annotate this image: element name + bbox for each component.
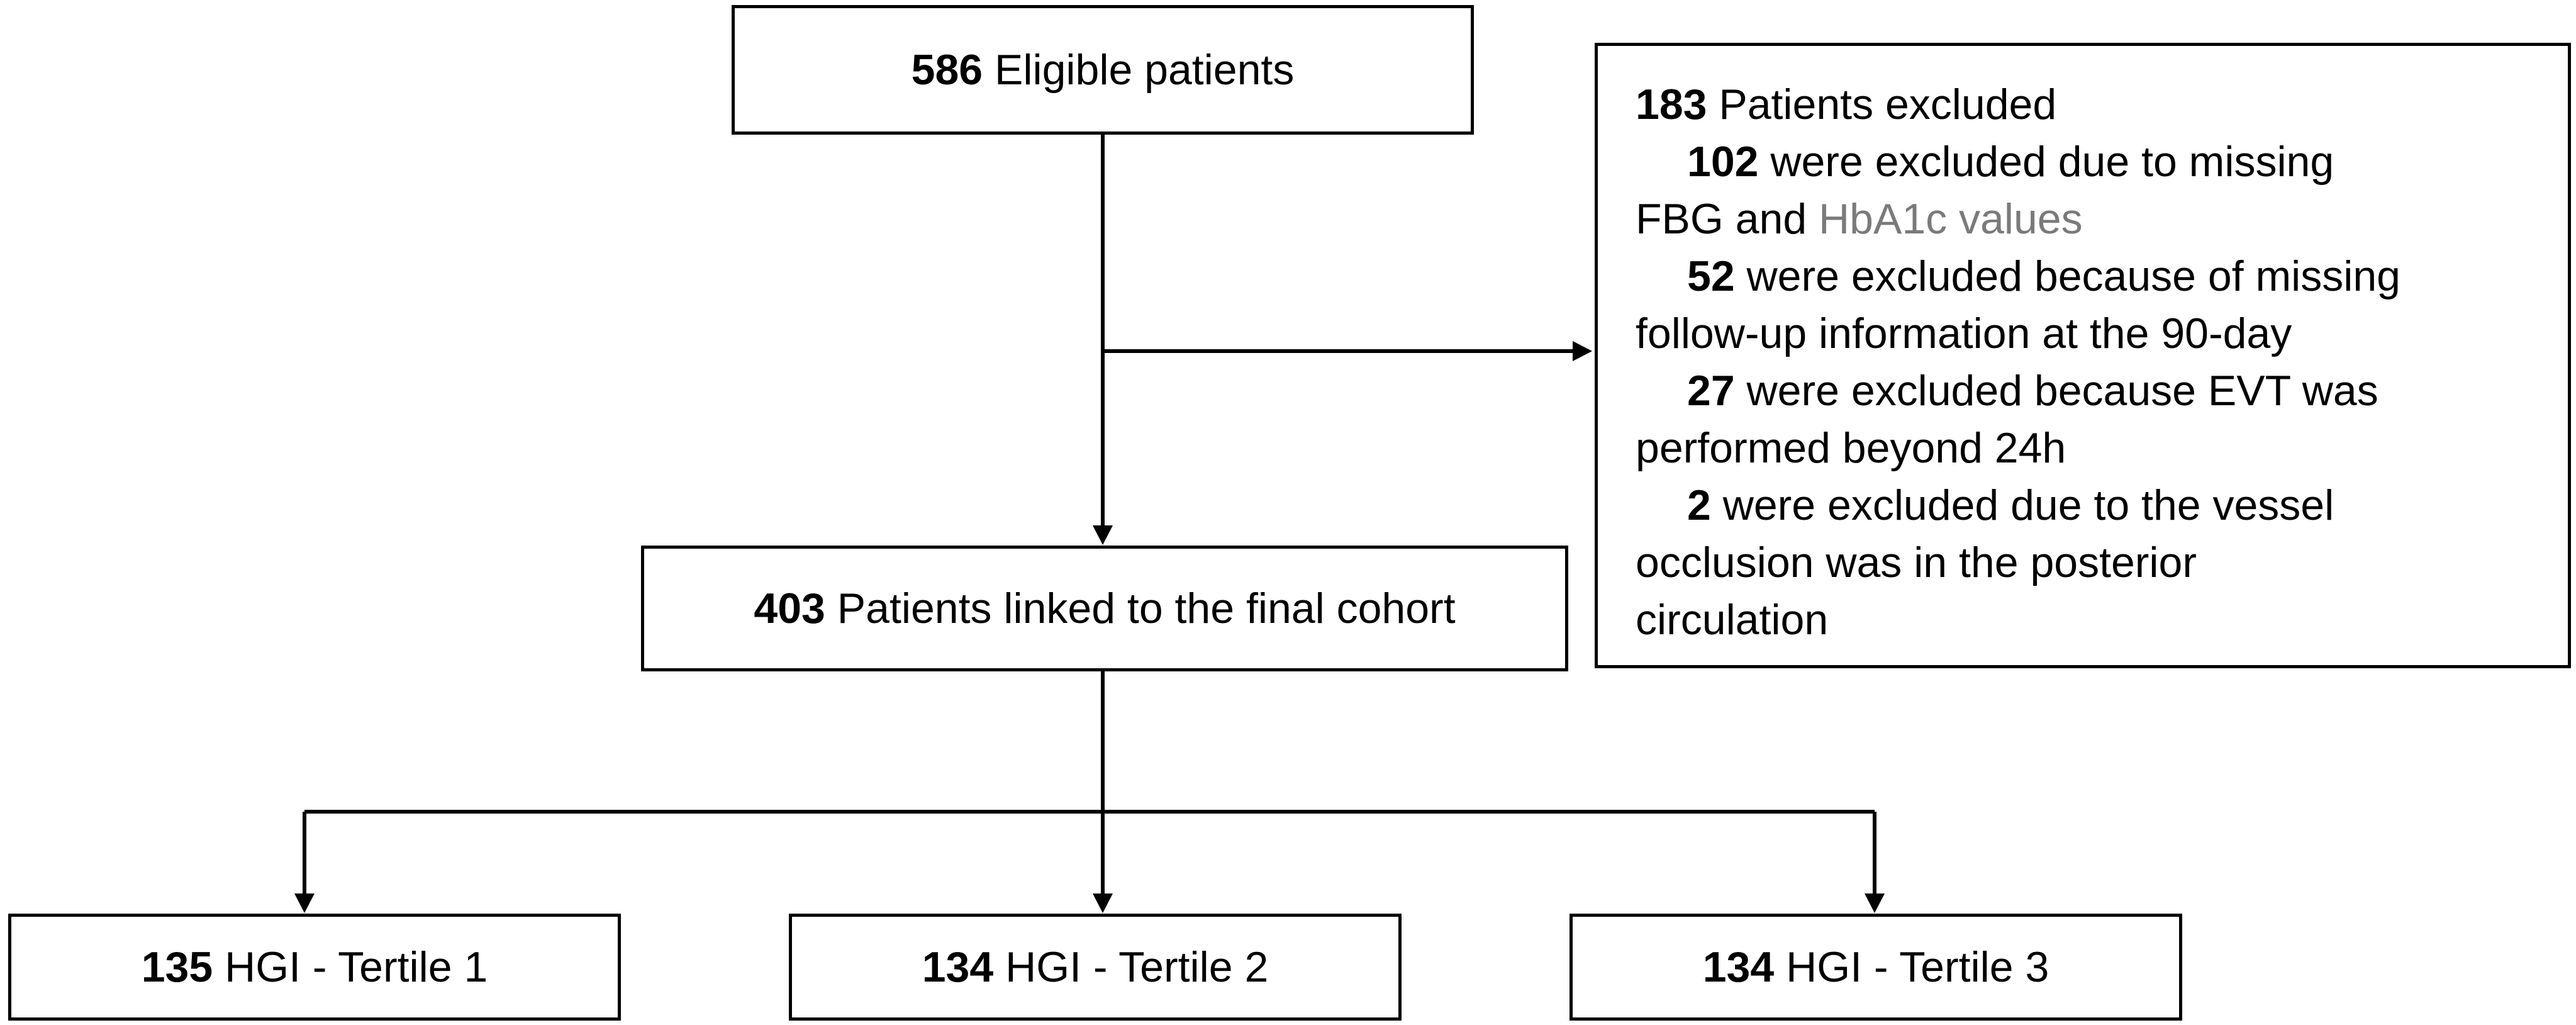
excluded-count: 183	[1636, 81, 1707, 128]
exclusion-reason-1-line-1: 102 were excluded due to missing	[1636, 133, 2568, 191]
tertile-1-text: 135 HGI - Tertile 1	[142, 946, 488, 989]
exclusion-reason-3-text: were excluded because EVT was	[1734, 367, 2378, 415]
arrowhead-excluded	[1573, 341, 1592, 361]
exclusion-reason-2-count: 52	[1687, 252, 1735, 300]
exclusion-reason-1-text: were excluded due to missing	[1758, 138, 2334, 186]
tertile-1-label: HGI - Tertile 1	[213, 943, 488, 991]
exclusion-reason-4-line-2: occlusion was in the posterior	[1636, 539, 2197, 586]
exclusion-reason-3-line-1: 27 were excluded because EVT was	[1636, 362, 2568, 420]
final-cohort-count: 403	[754, 585, 825, 632]
exclusion-reason-4-line-3: circulation	[1636, 596, 1829, 644]
tertile-3-box: 134 HGI - Tertile 3	[1570, 914, 2182, 1021]
exclusion-reason-4-count: 2	[1687, 481, 1711, 529]
exclusion-reason-2-text: were excluded because of missing	[1734, 252, 2400, 300]
final-cohort-label: Patients linked to the final cohort	[825, 585, 1456, 632]
exclusion-reason-4-line-1: 2 were excluded due to the vessel	[1636, 477, 2568, 534]
eligible-patients-text: 586 Eligible patients	[912, 48, 1295, 91]
final-cohort-text: 403 Patients linked to the final cohort	[754, 587, 1455, 630]
excluded-patients-box: 183 Patients excluded 102 were excluded …	[1595, 43, 2571, 668]
tertile-2-box: 134 HGI - Tertile 2	[789, 914, 1402, 1021]
exclusion-reason-3-line-2: performed beyond 24h	[1636, 424, 2066, 472]
arrowhead-tertile-3	[1865, 893, 1885, 913]
arrowhead-cohort	[1093, 525, 1113, 545]
excluded-header: 183 Patients excluded	[1636, 76, 2568, 133]
eligible-patients-box: 586 Eligible patients	[732, 5, 1474, 135]
arrowhead-tertile-1	[294, 893, 315, 913]
final-cohort-box: 403 Patients linked to the final cohort	[641, 546, 1568, 671]
tertile-1-box: 135 HGI - Tertile 1	[8, 914, 621, 1021]
excluded-label: Patients excluded	[1707, 81, 2057, 128]
eligible-label: Eligible patients	[983, 46, 1295, 94]
tertile-2-text: 134 HGI - Tertile 2	[922, 946, 1269, 989]
arrowhead-tertile-2	[1093, 893, 1113, 913]
tertile-2-label: HGI - Tertile 2	[993, 943, 1269, 991]
tertile-3-count: 134	[1702, 943, 1775, 991]
exclusion-reason-2-line-1: 52 were excluded because of missing	[1636, 248, 2568, 305]
tertile-1-count: 135	[141, 943, 213, 991]
tertile-3-text: 134 HGI - Tertile 3	[1703, 946, 2049, 989]
exclusion-reason-2-line-2: follow-up information at the 90-day	[1636, 310, 2292, 357]
tertile-3-label: HGI - Tertile 3	[1774, 943, 2049, 991]
eligible-count: 586	[911, 46, 983, 94]
exclusion-reason-1-gray-text: HbA1c values	[1819, 195, 2083, 243]
exclusion-reason-3-count: 27	[1687, 367, 1735, 415]
exclusion-reason-1-text-2: FBG and	[1636, 195, 1819, 243]
tertile-2-count: 134	[922, 943, 994, 991]
exclusion-reason-1-line-2: FBG and HbA1c values	[1636, 191, 2568, 248]
exclusion-reason-1-count: 102	[1687, 138, 1759, 186]
exclusion-reason-4-text: were excluded due to the vessel	[1710, 481, 2334, 529]
